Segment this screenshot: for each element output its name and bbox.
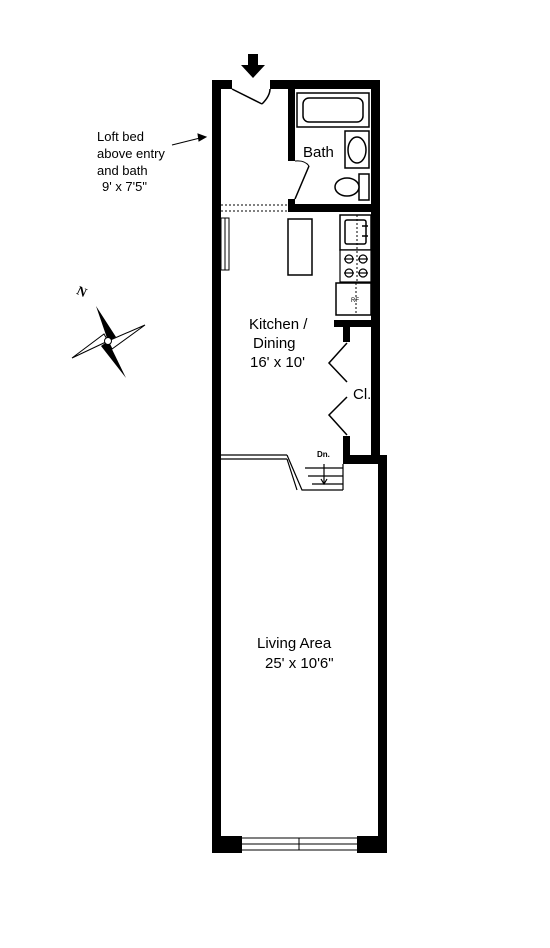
svg-text:Loft bed: Loft bed xyxy=(97,129,144,144)
stairs xyxy=(221,454,344,491)
south-window xyxy=(242,837,357,851)
north-wall-right xyxy=(270,80,380,89)
closet-label: Cl. xyxy=(353,386,371,403)
wall-shelf xyxy=(220,217,230,271)
svg-text:9' x 7'5": 9' x 7'5" xyxy=(102,179,147,194)
svg-text:RF: RF xyxy=(351,298,359,304)
svg-text:above entry: above entry xyxy=(97,146,165,161)
closet-east-wall xyxy=(371,320,380,464)
kitchen-label: Kitchen / Dining 16' x 10' xyxy=(249,316,308,371)
exterior-walls xyxy=(212,80,387,853)
entry-arrow-icon xyxy=(241,54,265,78)
compass-rose-icon xyxy=(71,306,146,378)
east-wall-lower xyxy=(378,457,387,853)
south-wall-left xyxy=(212,836,242,853)
stove xyxy=(339,249,372,283)
kitchen-sink xyxy=(339,214,372,251)
svg-text:and bath: and bath xyxy=(97,163,148,178)
closet-west-wall-lower xyxy=(343,436,350,462)
bath-door xyxy=(294,160,310,200)
stairs-label: Dn. xyxy=(317,450,330,459)
svg-text:16' x 10': 16' x 10' xyxy=(250,354,305,371)
svg-text:Living Area: Living Area xyxy=(257,635,332,652)
closet-walls xyxy=(334,320,387,464)
bath-south-wall xyxy=(288,204,380,212)
bath-west-wall xyxy=(288,89,295,161)
west-wall xyxy=(212,80,221,853)
refrigerator: RF xyxy=(335,282,372,316)
bathtub xyxy=(296,92,370,128)
north-wall-left xyxy=(212,80,232,89)
svg-text:Dining: Dining xyxy=(253,335,296,352)
pointer-arrow-icon xyxy=(171,133,208,146)
east-wall-upper xyxy=(371,80,380,326)
closet-north-wall xyxy=(334,320,380,327)
loft-label: Loft bed above entry and bath 9' x 7'5" xyxy=(97,129,165,194)
south-wall-right xyxy=(357,836,387,853)
toilet xyxy=(334,173,370,201)
entry-door xyxy=(231,88,271,105)
bath-walls xyxy=(288,89,380,212)
closet-west-wall-upper xyxy=(343,320,350,342)
bath-sink xyxy=(344,130,370,169)
svg-text:25' x 10'6": 25' x 10'6" xyxy=(265,655,334,672)
bath-label: Bath xyxy=(303,144,334,161)
kitchen-island xyxy=(287,218,313,276)
closet-doors xyxy=(327,342,348,436)
living-label: Living Area 25' x 10'6" xyxy=(257,635,334,672)
compass-north-label: N xyxy=(75,283,90,301)
closet-south-wall xyxy=(343,455,387,464)
svg-text:Kitchen /: Kitchen / xyxy=(249,316,308,333)
